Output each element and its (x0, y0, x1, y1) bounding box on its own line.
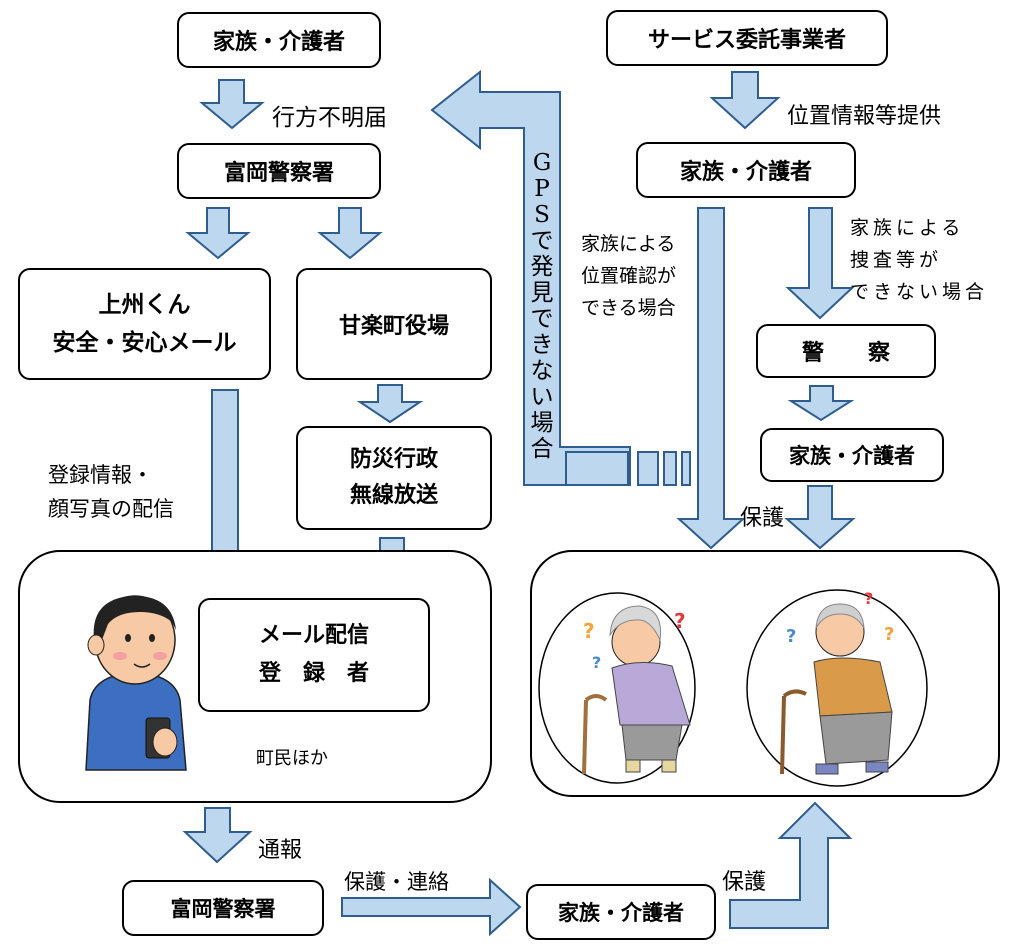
protect-contact-label: 保護・連絡 (344, 870, 449, 894)
location-info-label: 位置情報等提供 (787, 104, 942, 129)
gps-dash-1 (565, 451, 629, 486)
police-bottom-box: 富岡警察署 (122, 880, 324, 936)
protect-label: 保護 (740, 506, 785, 531)
protect-bottom-label: 保護 (722, 870, 767, 895)
registrants-box: メール配信 登 録 者 (198, 598, 430, 712)
cannot-search-label: 家族による 捜査等が できない場合 (850, 217, 989, 303)
arrow-report (182, 807, 253, 864)
family-right-box: 家族・介護者 (636, 142, 856, 198)
arrow-family-to-elderly (729, 801, 853, 929)
arrow-office-to-radio (356, 384, 424, 424)
arrow-family-to-police (785, 207, 855, 320)
arrow-protect-contact (341, 877, 522, 937)
police-right-box: 警 察 (756, 324, 936, 378)
arrow-police-to-mail (185, 207, 251, 260)
gps-dash-3 (663, 451, 677, 486)
protected-elderly-group (530, 550, 1000, 797)
residents-label: 町民ほか (256, 748, 328, 769)
police-top-box: 富岡警察署 (177, 143, 381, 199)
arrow-gps-not-found (430, 69, 631, 486)
town-office-box: 甘楽町役場 (296, 268, 492, 380)
arrow-provider-to-family (709, 71, 781, 130)
distribution-label: 登録情報・ 顔写真の配信 (48, 463, 174, 521)
gps-dash-4 (681, 451, 691, 486)
family-bottom-box: 家族・介護者 (526, 884, 716, 940)
gps-not-found-label: GPSで発見できない場合 (530, 150, 554, 462)
family-top-box: 家族・介護者 (177, 12, 381, 68)
arrow-police-to-family (787, 385, 855, 422)
can-confirm-label: 家族による 位置確認が できる場合 (581, 233, 677, 319)
report-label: 通報 (258, 838, 303, 863)
family-after-police-box: 家族・介護者 (760, 428, 944, 482)
arrow-family-to-elderly-direct (676, 207, 746, 550)
mail-service-box: 上州くん 安全・安心メール (18, 268, 271, 380)
service-provider-box: サービス委託事業者 (606, 10, 888, 66)
arrow-family-to-protect (784, 485, 856, 550)
arrow-police-to-office (317, 207, 383, 260)
radio-box: 防災行政 無線放送 (296, 426, 492, 530)
arrow-family-to-police (199, 79, 265, 130)
missing-report-label: 行方不明届 (272, 105, 387, 131)
gps-dash-2 (637, 451, 659, 486)
